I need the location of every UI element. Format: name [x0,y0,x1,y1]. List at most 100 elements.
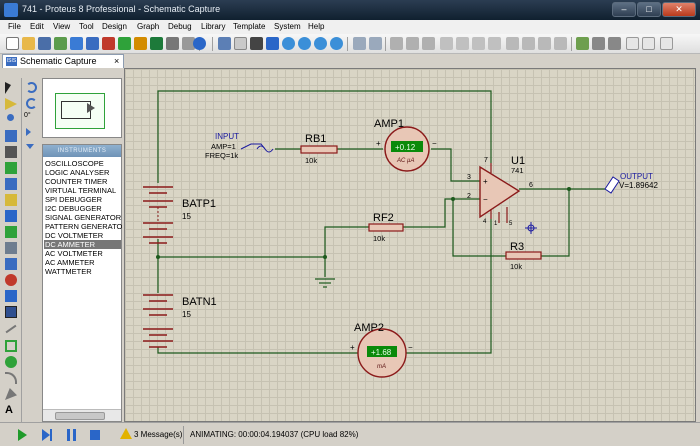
tab-schematic-capture[interactable]: ISIS Schematic Capture × [2,54,124,68]
generator-icon[interactable] [5,258,17,270]
cut-icon[interactable] [390,37,403,50]
terminals-icon[interactable] [5,194,17,206]
schematic-canvas[interactable]: BATP1 15 BATN1 15 INPUT AMP=1 FREQ=1k RB… [124,68,696,422]
zoom-in-icon[interactable] [282,37,295,50]
stop-button[interactable] [90,430,100,440]
import-icon[interactable] [54,37,67,50]
play-button[interactable] [18,429,27,441]
step-button[interactable] [42,429,54,441]
tab-close-button[interactable]: × [114,56,120,66]
source-code-icon[interactable] [166,37,179,50]
2d-circle-icon[interactable] [5,356,17,368]
gerber-icon[interactable] [118,37,131,50]
pause-button[interactable] [66,429,78,441]
signal-generator-icon[interactable] [240,143,274,153]
maximize-button[interactable]: □ [637,2,661,17]
bus-icon[interactable] [5,162,17,174]
menu-library[interactable]: Library [201,22,226,31]
instrument-item[interactable]: PATTERN GENERATO [45,222,123,231]
selection-mode-icon[interactable] [5,82,11,94]
menu-system[interactable]: System [274,22,301,31]
instrument-item[interactable]: SIGNAL GENERATOR [45,213,122,222]
copy-icon[interactable] [406,37,419,50]
output-terminal-icon[interactable] [604,176,620,194]
block-rotate-icon[interactable] [472,37,485,50]
zoom-out-icon[interactable] [298,37,311,50]
overview-window[interactable] [42,78,122,138]
wire-label-icon[interactable] [5,130,17,142]
home-icon[interactable] [70,37,83,50]
zoom-area-icon[interactable] [330,37,343,50]
menu-tool[interactable]: Tool [79,22,94,31]
current-probe-icon[interactable] [5,290,17,302]
scrollbar-thumb[interactable] [55,412,105,420]
help-icon[interactable] [193,37,206,50]
zoom-all-icon[interactable] [314,37,327,50]
resistor-rf2[interactable] [368,223,404,232]
menu-edit[interactable]: Edit [30,22,44,31]
make-device-icon[interactable] [522,37,535,50]
subcircuit-icon[interactable] [5,178,17,190]
instrument-item[interactable]: DC VOLTMETER [45,231,104,240]
undo-icon[interactable] [353,37,366,50]
opamp-u1[interactable] [479,165,521,219]
menu-file[interactable]: File [8,22,21,31]
3d-view-icon[interactable] [134,37,147,50]
minimize-button[interactable]: – [612,2,636,17]
junction-dot-icon[interactable] [7,114,14,121]
component-mode-icon[interactable] [5,98,17,110]
menu-template[interactable]: Template [233,22,266,31]
virtual-instruments-icon[interactable] [5,306,17,318]
rotate-clockwise-icon[interactable] [26,82,37,93]
grid-icon[interactable] [234,37,247,50]
schematic-icon[interactable] [86,37,99,50]
instrument-item[interactable]: I2C DEBUGGER [45,204,102,213]
menu-debug[interactable]: Debug [168,22,192,31]
property-assignment-icon[interactable] [608,37,621,50]
wire-autorouter-icon[interactable] [576,37,589,50]
overview-viewport-frame[interactable] [55,93,105,129]
2d-line-icon[interactable] [5,324,17,334]
library-icon[interactable] [182,37,195,50]
text-script-icon[interactable] [5,146,17,158]
2d-box-icon[interactable] [5,340,17,352]
paste-icon[interactable] [422,37,435,50]
instrument-item[interactable]: LOGIC ANALYSER [45,168,110,177]
block-move-icon[interactable] [456,37,469,50]
menu-help[interactable]: Help [308,22,325,31]
device-pins-icon[interactable] [5,210,17,222]
rotation-angle[interactable]: 0° [24,112,31,119]
search-tag-icon[interactable] [592,37,605,50]
remove-sheet-icon[interactable] [642,37,655,50]
close-button[interactable]: ✕ [662,2,696,17]
pan-icon[interactable] [266,37,279,50]
bom-icon[interactable] [150,37,163,50]
2d-arc-icon[interactable] [5,372,17,384]
resistor-rb1[interactable] [300,145,338,154]
menu-design[interactable]: Design [102,22,127,31]
rotate-anticlockwise-icon[interactable] [26,98,37,109]
mirror-x-icon[interactable] [26,128,38,136]
instrument-item[interactable]: WATTMETER [45,267,92,276]
resistor-r3[interactable] [505,251,542,260]
graph-mode-icon[interactable] [5,226,17,238]
instrument-item[interactable]: VIRTUAL TERMINAL [45,186,117,195]
package-tool-icon[interactable] [538,37,551,50]
instrument-item[interactable]: COUNTER TIMER [45,177,108,186]
voltage-probe-icon[interactable] [5,274,17,286]
2d-text-icon[interactable]: A [5,404,13,416]
tape-recorder-icon[interactable] [5,242,17,254]
mirror-y-icon[interactable] [26,144,34,156]
new-sheet-icon[interactable] [626,37,639,50]
refresh-icon[interactable] [218,37,231,50]
pcb-icon[interactable] [102,37,115,50]
instruments-horizontal-scrollbar[interactable] [43,409,121,421]
instrument-item[interactable]: AC AMMETER [45,258,95,267]
messages-count[interactable]: 3 Message(s) [134,430,183,439]
menu-graph[interactable]: Graph [137,22,160,31]
instrument-item-selected[interactable]: DC AMMETER [44,240,121,249]
save-icon[interactable] [38,37,51,50]
new-file-icon[interactable] [6,37,19,50]
decompose-icon[interactable] [554,37,567,50]
menu-view[interactable]: View [53,22,71,31]
